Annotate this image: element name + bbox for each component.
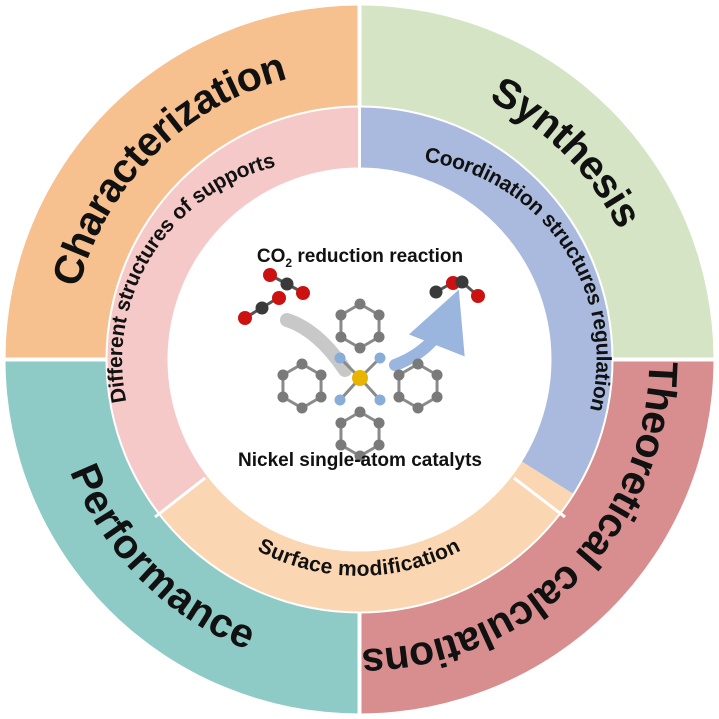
center-disc (167, 167, 552, 552)
center-caption: Nickel single-atom catalyts (238, 450, 482, 471)
carbon-atom (335, 309, 347, 321)
carbon-atom (354, 298, 366, 310)
nickel-atom (352, 370, 368, 386)
carbon-atom (393, 369, 405, 381)
carbon-atom (373, 331, 385, 343)
center-title: CO2 reduction reaction (257, 246, 463, 270)
carbon-atom (373, 439, 385, 451)
carbon-atom (354, 450, 366, 462)
carbon-atom (373, 309, 385, 321)
co2-molecule-icon (238, 291, 286, 325)
carbon-atom (315, 391, 327, 403)
carbon-atom (296, 402, 308, 414)
carbon-atom (277, 391, 289, 403)
nitrogen-atom (334, 394, 346, 406)
co2-molecule-icon (263, 268, 310, 300)
nitrogen-atom (374, 352, 386, 364)
product-arrow (389, 289, 465, 371)
nitrogen-atom (334, 352, 346, 364)
nitrogen-atom (374, 394, 386, 406)
carbon-atom (431, 369, 443, 381)
carbon-atom (393, 391, 405, 403)
carbon-atom (354, 406, 366, 418)
carbon-atom (373, 417, 385, 429)
carbon-atom (354, 342, 366, 354)
carbon-atom (431, 391, 443, 403)
carbon-atom (335, 417, 347, 429)
carbon-atom (315, 369, 327, 381)
carbon-atom (277, 369, 289, 381)
co-molecule-icon (455, 275, 485, 303)
carbon-atom (412, 402, 424, 414)
carbon-atom (412, 358, 424, 370)
ni-single-atom-molecule-icon (277, 298, 443, 462)
carbon-atom (296, 358, 308, 370)
carbon-atom (335, 439, 347, 451)
carbon-atom (335, 331, 347, 343)
